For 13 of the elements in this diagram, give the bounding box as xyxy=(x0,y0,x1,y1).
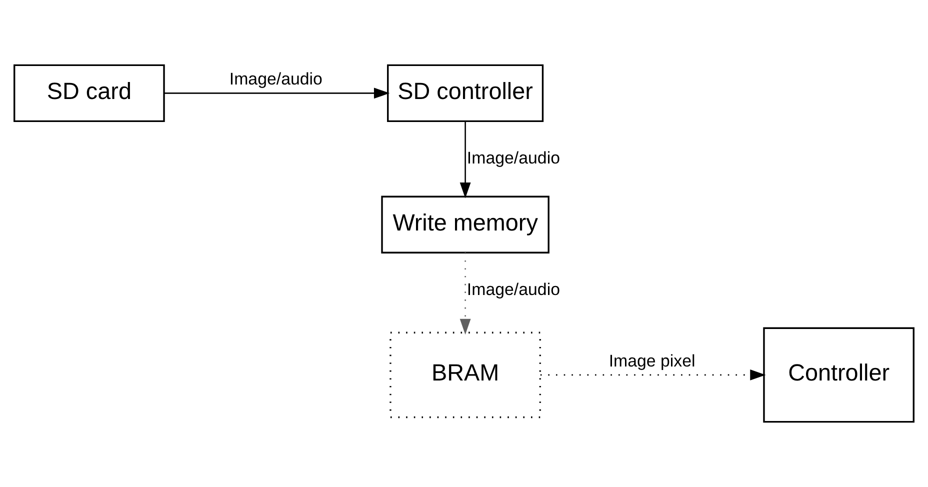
node-box: SD card xyxy=(14,64,165,122)
edge-label: Image/audio xyxy=(466,148,560,168)
node-box: SD controller xyxy=(387,64,544,122)
edge-label: Image/audio xyxy=(229,70,322,89)
arrow xyxy=(460,252,471,335)
node-box: BRAM xyxy=(390,332,541,418)
edge-label: Image/audio xyxy=(466,280,560,299)
node-box: Controller xyxy=(763,327,914,423)
arrow xyxy=(460,121,471,198)
edge-label: Image pixel xyxy=(608,351,696,370)
arrow xyxy=(540,369,766,380)
arrow xyxy=(164,88,390,99)
node-box: Write memory xyxy=(381,196,550,254)
